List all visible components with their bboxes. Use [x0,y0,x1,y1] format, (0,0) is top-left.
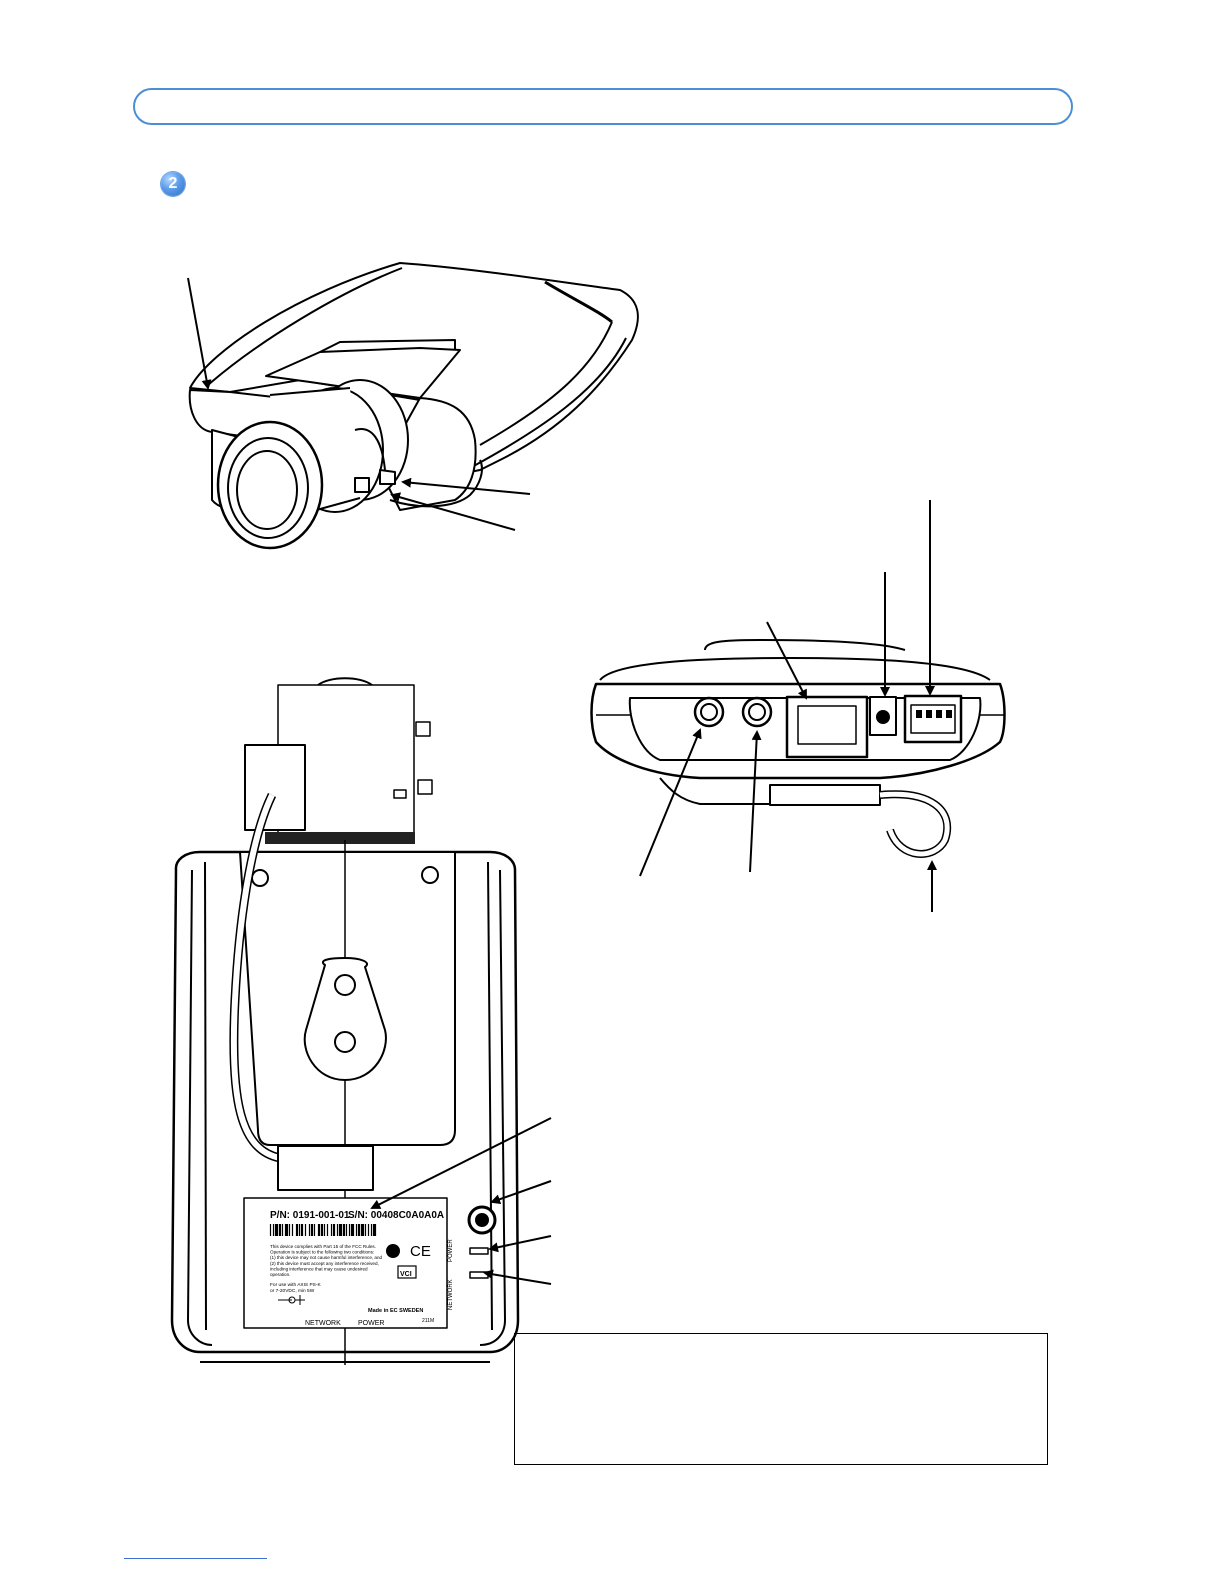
mount-keyhole [303,957,387,1081]
note-box [514,1333,1048,1465]
rear-body-inner-left [187,869,213,1346]
zoom-puller [379,469,396,485]
screw-right [421,866,439,884]
compliance-text-block: This device complies with Part 15 of the… [270,1244,383,1277]
dc-polarity-symbol [278,1295,305,1305]
rear-label-sticker [243,1197,448,1329]
side-network-text: NETWORK [448,1279,454,1310]
camera-top-ridge-4 [544,280,613,324]
focus-puller [354,477,370,493]
compliance-line: including interference that may cause un… [270,1266,368,1271]
camera-stand [769,784,881,806]
side-power-text: POWER [448,1239,454,1262]
keyhole-center-hole [334,1031,356,1053]
cable-strain-relief [277,1145,374,1191]
cable-clip [244,744,306,831]
power-led [469,1247,489,1255]
made-in-text: Made in EC SWEDEN [368,1308,423,1314]
lens-cap-arc [317,677,373,686]
camera-top-ridge-2 [469,337,627,469]
lens-glass [236,450,298,530]
rear-body-edge-left [204,861,207,1331]
compliance-line: operation. [270,1272,290,1277]
barcode [269,1224,377,1236]
network-bottom-text: NETWORK [305,1320,341,1327]
compliance-line: This device complies with Part 15 of the… [270,1244,376,1249]
connector-top-ridge [704,639,906,651]
rear-body-inner-right [479,869,506,1346]
camera-visor-inner [319,339,456,353]
vci-mark-box [397,1265,417,1279]
power-bottom-text: POWER [358,1320,384,1327]
indicator-arrow-top [187,277,212,390]
camera-front-view [187,262,639,550]
indicator-arrow-focus [390,492,516,531]
camera-top-ridge-1 [207,267,403,386]
c-tick-mark [386,1244,400,1258]
connector-body-top [599,657,991,681]
lens-knob-1 [415,721,431,737]
footer-rule [124,1558,267,1559]
focus-ring-marks [354,428,386,471]
power-supply-text-1: For use with AXIS PS-K [270,1282,321,1288]
indicator-arrow-ethernet [766,621,807,700]
connector-lower-lip [659,777,880,805]
indicator-arrow-zoom [401,477,531,495]
camera-rear-view [170,677,552,1365]
indicator-arrow-audio-out [749,730,762,873]
indicator-arrow-serial [370,1117,552,1209]
indicator-arrow-power-led [488,1235,552,1253]
compliance-line: Operation is subject to the following tw… [270,1250,374,1255]
indicator-arrow-network-led [483,1269,552,1285]
compliance-line: (2) this device must accept any interfer… [270,1261,379,1266]
keyhole-top-hole [334,974,356,996]
camera-connector-view [590,500,1006,912]
rear-label-text: P/N: 0191-001-01 S/N: 00408C0A0A0A This … [269,1210,454,1327]
vci-mark: VCI [400,1271,412,1278]
power-supply-text-2: or 7-20VDC, min 5W [270,1288,315,1294]
camera-underside [389,459,483,508]
screw-left [251,869,269,887]
header-frame [133,88,1073,125]
lens-knob-2 [417,779,433,795]
indicator-arrow-audio-in [639,728,702,877]
model-code-text: 211M [422,1318,434,1324]
part-number-text: P/N: 0191-001-01 [270,1210,350,1221]
indicator-arrow-button [490,1180,552,1205]
serial-number-text: S/N: 00408C0A0A0A [348,1210,444,1221]
step-number-badge: 2 [161,172,185,196]
lens-knob-3 [393,789,407,799]
camera-top-ridge-3 [479,321,613,446]
compliance-line: (1) this device may not cause harmful in… [270,1255,383,1260]
mount-plate [265,832,415,844]
ce-mark: CE [410,1243,431,1260]
